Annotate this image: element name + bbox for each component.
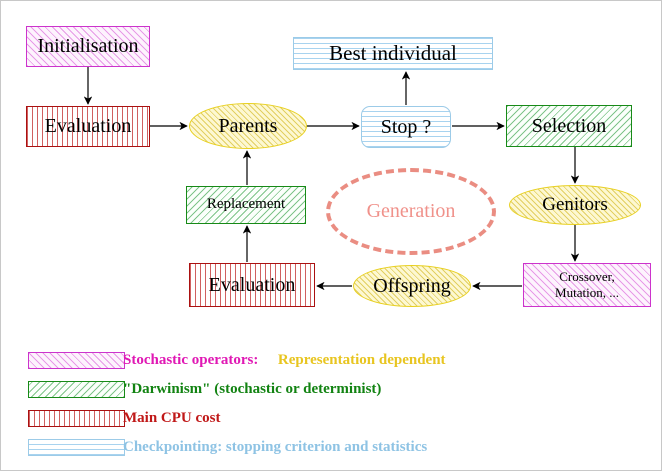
node-crossover-mutation[interactable]: Crossover, Mutation, ... <box>523 263 651 307</box>
legend-row: Main CPU cost <box>1 405 641 431</box>
node-parents[interactable]: Parents <box>189 103 307 149</box>
legend-label-darwinism: "Darwinism" (stochastic or determinist) <box>123 380 382 397</box>
node-evaluation-top[interactable]: Evaluation <box>26 106 150 147</box>
node-generation-loop-label: Generation <box>326 168 496 255</box>
node-genitors[interactable]: Genitors <box>509 185 641 225</box>
legend-row: "Darwinism" (stochastic or determinist) <box>1 376 641 402</box>
legend-label-text: Stochastic operators: <box>123 351 259 368</box>
node-initialisation[interactable]: Initialisation <box>26 26 150 67</box>
legend: Stochastic operators: Representation dep… <box>1 341 661 470</box>
legend-swatch-checkpointing <box>28 438 125 456</box>
legend-row: Stochastic operators: Representation dep… <box>1 347 641 373</box>
legend-label-checkpointing: Checkpointing: stopping criterion and st… <box>123 438 428 455</box>
legend-swatch-darwinism <box>28 380 125 398</box>
node-selection[interactable]: Selection <box>506 105 632 147</box>
node-best-individual[interactable]: Best individual <box>293 37 493 70</box>
legend-row: Checkpointing: stopping criterion and st… <box>1 434 641 460</box>
legend-label-main-cpu-cost: Main CPU cost <box>123 409 221 426</box>
legend-label-extra-text: Representation dependent <box>277 351 446 368</box>
node-replacement[interactable]: Replacement <box>186 186 306 224</box>
node-offspring[interactable]: Offspring <box>353 265 471 307</box>
legend-swatch-stochastic-operators <box>28 351 125 369</box>
node-stop-condition[interactable]: Stop ? <box>361 106 451 148</box>
legend-swatch-main-cpu-cost <box>28 409 125 427</box>
legend-label-stochastic-operators: Stochastic operators: Representation dep… <box>123 352 446 369</box>
node-evaluation-bottom[interactable]: Evaluation <box>189 263 315 307</box>
